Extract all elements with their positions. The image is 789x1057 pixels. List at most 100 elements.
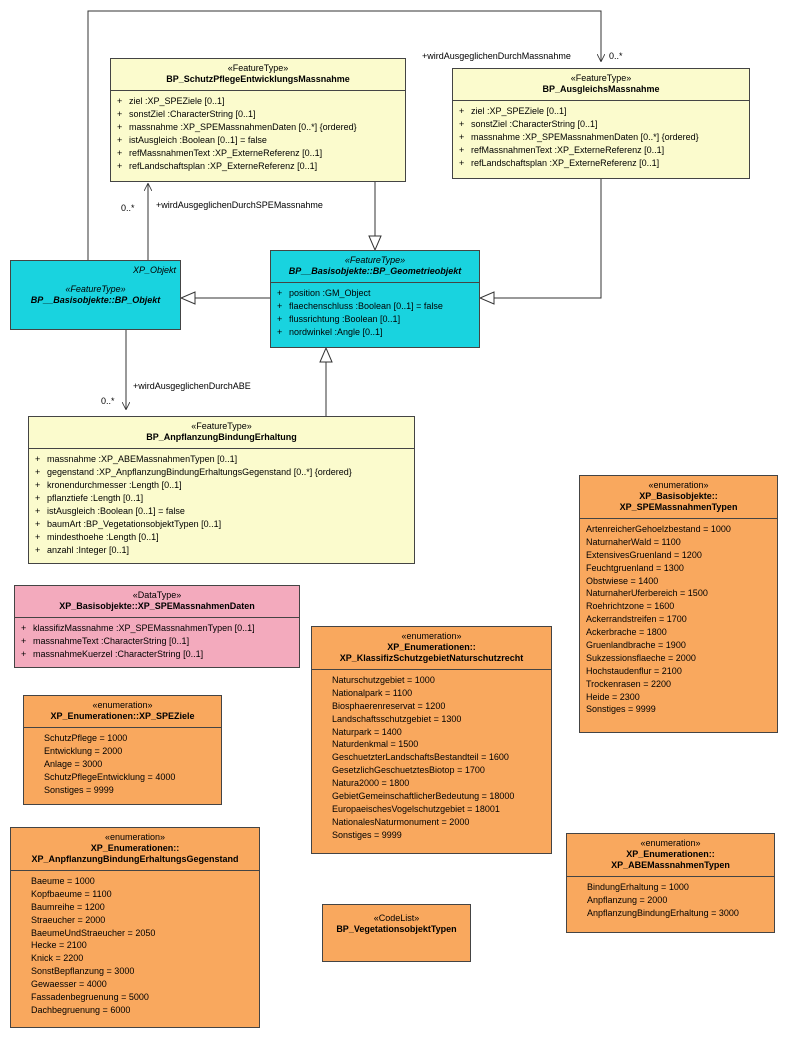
visibility-marker: + xyxy=(459,106,465,116)
assoc-mult-massnahme: 0..* xyxy=(609,51,623,61)
visibility-marker: + xyxy=(35,532,41,542)
visibility-marker: + xyxy=(459,119,465,129)
class-schutzpflegeentwicklungsmassnahme[interactable]: «FeatureType» BP_SchutzPflegeEntwicklung… xyxy=(110,58,406,182)
attribute-row: +massnahmeKuerzel :CharacterString [0..1… xyxy=(19,648,295,661)
datatype-spemassnahmendaten[interactable]: «DataType» XP_Basisobjekte::XP_SPEMassna… xyxy=(14,585,300,668)
attribute-text: position :GM_Object xyxy=(289,288,371,298)
class-name: XP_AnpflanzungBindungErhaltungsGegenstan… xyxy=(31,854,239,864)
codelist-vegetationsobjekttypen[interactable]: «CodeList» BP_VegetationsobjektTypen xyxy=(322,904,471,962)
visibility-marker: + xyxy=(21,623,27,633)
attribute-row: +flaechenschluss :Boolean [0..1] = false xyxy=(275,300,475,313)
attribute-row: +gegenstand :XP_AnpflanzungBindungErhalt… xyxy=(33,466,410,479)
enum-literal: Roehrichtzone = 1600 xyxy=(586,601,675,612)
enum-literal: NationalesNaturmonument = 2000 xyxy=(332,816,470,827)
enum-literal: GeschuetzterLandschaftsBestandteil = 160… xyxy=(332,752,509,763)
visibility-marker: + xyxy=(35,519,41,529)
visibility-marker: + xyxy=(117,96,123,106)
attribute-row: +massnahme :XP_SPEMassnahmenDaten [0..*]… xyxy=(457,131,745,144)
class-bp-geometrieobjekt[interactable]: «FeatureType» BP__Basisobjekte::BP_Geome… xyxy=(270,250,480,348)
attribute-text: istAusgleich :Boolean [0..1] = false xyxy=(129,135,267,145)
enum-literal: AnpflanzungBindungErhaltung = 3000 xyxy=(587,907,739,918)
visibility-marker: + xyxy=(35,493,41,503)
enum-literal: Entwicklung = 2000 xyxy=(44,745,123,756)
class-name: BP_SchutzPflegeEntwicklungsMassnahme xyxy=(166,74,350,84)
enum-spemassnahmentypen[interactable]: «enumeration» XP_Basisobjekte:: XP_SPEMa… xyxy=(579,475,778,733)
enum-literal: Trockenrasen = 2200 xyxy=(586,678,671,689)
visibility-marker: + xyxy=(277,327,283,337)
class-name: BP_VegetationsobjektTypen xyxy=(336,924,457,934)
gen-line-ausgleich xyxy=(494,179,602,299)
class-name: BP_AnpflanzungBindungErhaltung xyxy=(146,432,297,442)
enum-literal: Naturschutzgebiet = 1000 xyxy=(332,675,435,685)
enum-literal: Anlage = 3000 xyxy=(44,758,103,769)
enum-literal: SchutzPflege = 1000 xyxy=(44,733,128,743)
enum-literal: Nationalpark = 1100 xyxy=(332,687,413,698)
enum-anpflanzungbindungerhaltungsgegenstand[interactable]: «enumeration» XP_Enumerationen:: XP_Anpf… xyxy=(10,827,260,1028)
class-ausgleichsmassnahme[interactable]: «FeatureType» BP_AusgleichsMassnahme +zi… xyxy=(452,68,750,179)
stereotype-label: «FeatureType» xyxy=(570,73,632,83)
attribute-row: + sonstZiel :CharacterString [0..1] xyxy=(457,118,745,131)
stereotype-label: «FeatureType» xyxy=(227,63,289,73)
attribute-text: pflanztiefe :Length [0..1] xyxy=(47,493,144,503)
stereotype-label: «enumeration» xyxy=(92,700,153,710)
visibility-marker: + xyxy=(277,301,283,311)
enum-literal: Heide = 2300 xyxy=(586,691,640,702)
class-name: BP__Basisobjekte::BP_Objekt xyxy=(30,295,161,305)
class-bp-objekt[interactable]: XP_Objekt «FeatureType» BP__Basisobjekte… xyxy=(10,260,181,330)
visibility-marker: + xyxy=(117,161,123,171)
attribute-row: +massnahme :XP_SPEMassnahmenDaten [0..*]… xyxy=(115,121,401,134)
attribute-list: +ziel :XP_SPEZiele [0..1]+sonstZiel :Cha… xyxy=(111,90,405,176)
enum-literal: GesetzlichGeschuetztesBiotop = 1700 xyxy=(332,765,485,776)
attribute-row: + ziel :XP_SPEZiele [0..1] xyxy=(457,105,745,118)
attribute-row: +kronendurchmesser :Length [0..1] xyxy=(33,479,410,492)
enum-literal: Gewaesser = 4000 xyxy=(31,979,107,990)
class-name-package: XP_Enumerationen:: xyxy=(626,849,715,859)
attribute-text: sonstZiel :CharacterString [0..1] xyxy=(471,119,598,129)
attribute-row: + position :GM_Object xyxy=(275,287,475,300)
class-name: BP__Basisobjekte::BP_Geometrieobjekt xyxy=(288,266,462,276)
enum-literal: Hecke = 2100 xyxy=(31,940,87,951)
visibility-marker: + xyxy=(35,506,41,516)
enum-literal: BindungErhaltung = 1000 xyxy=(587,882,689,892)
visibility-marker: + xyxy=(277,314,283,324)
enum-literal: Sonstiges = 9999 xyxy=(44,784,114,795)
stereotype-label: «enumeration» xyxy=(104,832,166,842)
attribute-row: +klassifizMassnahme :XP_SPEMassnahmenTyp… xyxy=(19,622,295,635)
enum-literal: Feuchtgruenland = 1300 xyxy=(586,562,684,573)
enum-abemassnahmentypen[interactable]: «enumeration» XP_Enumerationen:: XP_ABEM… xyxy=(566,833,775,933)
attribute-text: flussrichtung :Boolean [0..1] xyxy=(289,314,401,324)
attribute-text: baumArt :BP_VegetationsobjektTypen [0..1… xyxy=(47,519,222,529)
class-anpflanzungbindungerhaltung[interactable]: «FeatureType» BP_AnpflanzungBindungErhal… xyxy=(28,416,415,564)
enum-speziele[interactable]: «enumeration» XP_Enumerationen::XP_SPEZi… xyxy=(23,695,222,805)
enum-literal: Sonstiges = 9999 xyxy=(332,829,402,840)
attribute-text: ziel :XP_SPEZiele [0..1] xyxy=(471,106,567,116)
class-name: XP_ABEMassnahmenTypen xyxy=(611,860,730,870)
attribute-text: massnahme :XP_ABEMassnahmenTypen [0..1] xyxy=(47,454,238,464)
enum-literal: NaturnaherUferbereich = 1500 xyxy=(586,588,708,599)
enum-literal: Obstwiese = 1400 xyxy=(586,575,659,586)
enum-literal: Naturpark = 1400 xyxy=(332,726,402,737)
visibility-marker: + xyxy=(35,454,41,464)
enum-literal: Sonstiges = 9999 xyxy=(586,704,656,715)
stereotype-label: «FeatureType» xyxy=(65,284,126,294)
enum-literal: Hochstaudenflur = 2100 xyxy=(586,665,682,676)
attribute-text: nordwinkel :Angle [0..1] xyxy=(289,327,383,337)
visibility-marker: + xyxy=(117,109,123,119)
enum-klassifizschutzgebietnaturschutzrecht[interactable]: «enumeration» XP_Enumerationen:: XP_Klas… xyxy=(311,626,552,854)
stereotype-label: «enumeration» xyxy=(401,631,462,641)
class-name-package: XP_Basisobjekte:: xyxy=(639,491,718,501)
gen-arrow-geometrie xyxy=(179,291,196,305)
attribute-row: + massnahme :XP_ABEMassnahmenTypen [0..1] xyxy=(33,453,410,466)
visibility-marker: + xyxy=(277,288,283,298)
visibility-marker: + xyxy=(35,467,41,477)
enum-literal: GebietGemeinschaftlicherBedeutung = 1800… xyxy=(332,791,515,802)
attribute-text: mindesthoehe :Length [0..1] xyxy=(47,532,159,542)
attribute-row: +refLandschaftsplan :XP_ExterneReferenz … xyxy=(115,160,401,173)
assoc-mult-abe: 0..* xyxy=(101,396,115,406)
enum-literal: ExtensivesGruenland = 1200 xyxy=(586,549,702,560)
attribute-text: refMassnahmenText :XP_ExterneReferenz [0… xyxy=(471,145,665,155)
assoc-line-massnahme xyxy=(87,10,601,260)
